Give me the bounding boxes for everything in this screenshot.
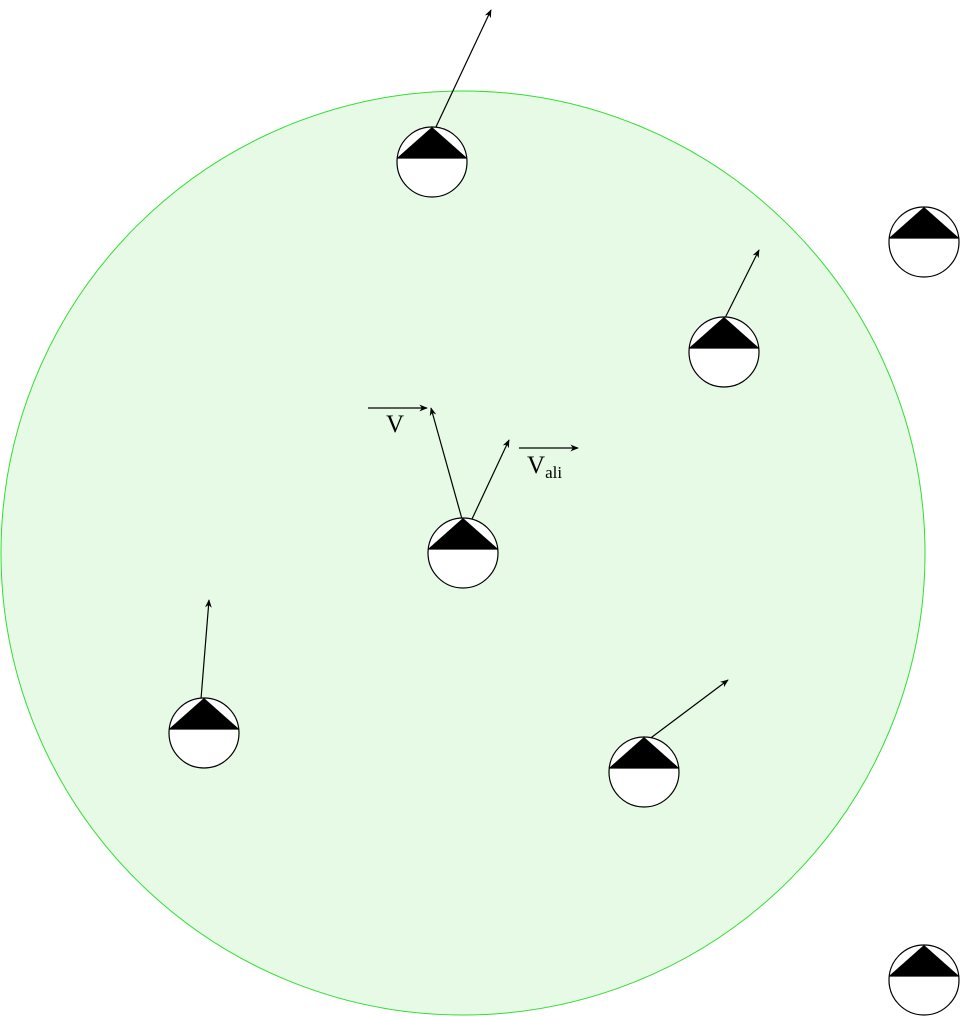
neighbor-top-heading-arrow [434, 9, 492, 130]
alignment-label-subscript: ali [545, 463, 562, 482]
agent-heading-marker [889, 207, 959, 238]
neighbor-agent-top [396, 126, 468, 198]
current-agent [427, 517, 499, 589]
outside-agent-bottom-right [888, 944, 960, 1016]
agent-heading-marker [609, 737, 679, 768]
agent-heading-marker [428, 518, 498, 549]
neighbor-upper-right-heading-arrow [723, 249, 760, 321]
current-agent-velocity-arrow [429, 407, 463, 520]
neighbor-agent-upper-right [688, 316, 760, 388]
neighbor-agent-lower-right [608, 736, 680, 808]
agents [168, 126, 960, 1016]
agent-heading-marker [689, 317, 759, 348]
agent-heading-marker [889, 945, 959, 976]
neighbor-agent-lower-left [168, 697, 240, 769]
neighbor-lower-right-heading-arrow [647, 679, 729, 741]
alignment-label: Vali [527, 452, 562, 482]
neighbor-lower-left-heading-arrow [200, 599, 212, 700]
current-agent-alignment-arrow [471, 439, 510, 520]
outside-agent-right-top [888, 206, 960, 278]
alignment-label-main: V [527, 452, 545, 479]
agent-heading-marker [169, 698, 239, 729]
velocity-label: V [386, 411, 404, 438]
direction-arrows [200, 9, 760, 741]
agent-heading-marker [397, 127, 467, 158]
